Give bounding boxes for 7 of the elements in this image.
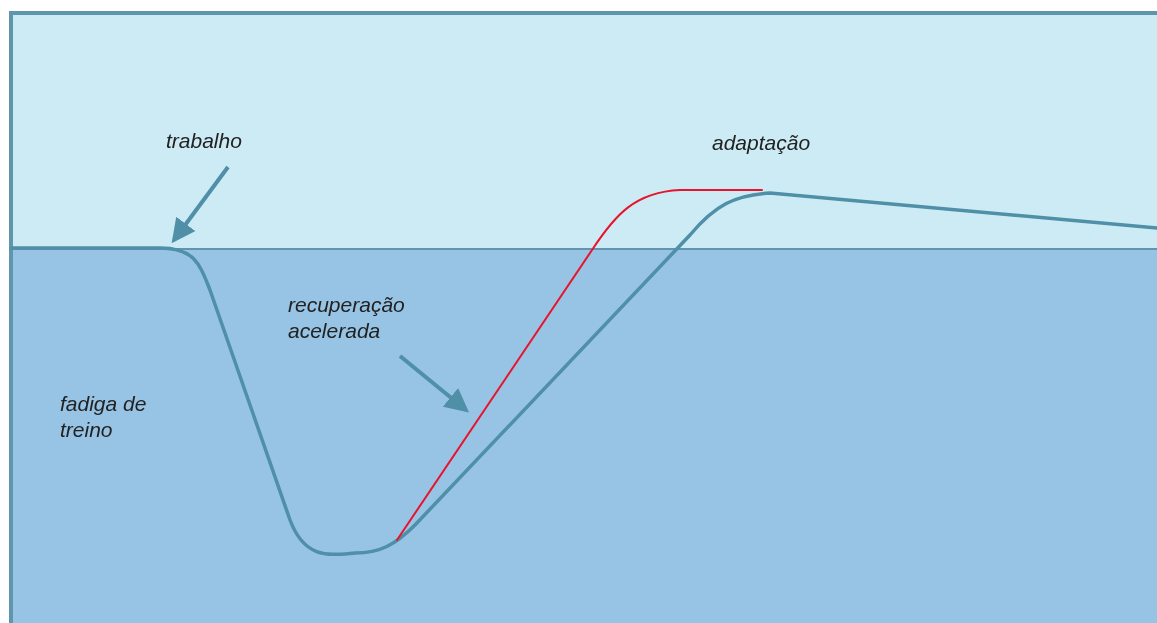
annotation-label: fadiga de treino — [60, 391, 148, 443]
leader-arrow — [171, 165, 230, 244]
annotation-label: adaptação — [712, 130, 812, 156]
annotation-label: recuperação acelerada — [288, 292, 406, 344]
annotation-label: trabalho — [166, 128, 243, 154]
leader-arrow — [398, 354, 470, 413]
curve — [10, 191, 1157, 557]
